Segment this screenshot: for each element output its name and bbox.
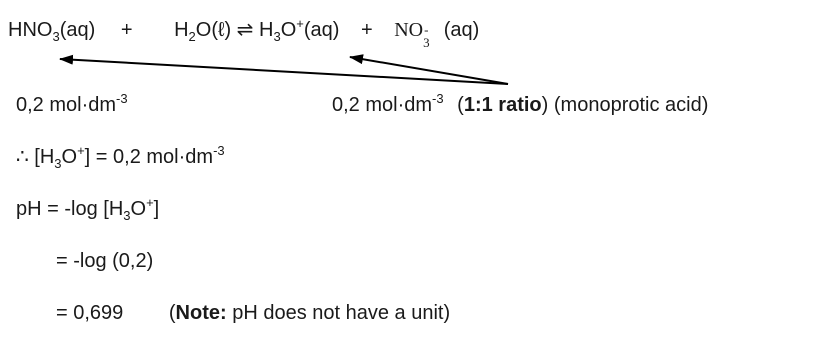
arrow-to-hno3 [59, 54, 509, 85]
arrow-to-h3o [349, 54, 509, 85]
concentration-right: 0,2 mol·dm-3 (1:1 ratio) (monoprotic aci… [332, 91, 709, 116]
h3o-formula: H3O+(aq) [259, 16, 340, 44]
equilibrium-arrow: ⇌ [236, 19, 254, 41]
hno3-formula: HNO3(aq) [8, 19, 96, 44]
therefore-line: ∴ [H3O+] = 0,2 mol·dm-3 [16, 143, 225, 171]
ratio-label: (1:1 ratio) [457, 94, 549, 116]
ph-definition: pH = -log [H3O+] [16, 195, 160, 223]
chemical-equation: HNO3(aq) + H2O(ℓ) ⇌ H3O+(aq) + NO-3 (aq) [8, 16, 480, 50]
h2o-formula: H2O(ℓ) [174, 19, 232, 44]
ph-result: = 0,699 (Note: pH does not have a unit) [56, 301, 450, 325]
monoprotic-note: (monoprotic acid) [553, 94, 709, 116]
concentration-left: 0,2 mol·dm-3 [16, 91, 128, 116]
ph-value: = 0,699 [56, 302, 124, 324]
no3-state: (aq) [443, 19, 480, 41]
plus-sign: + [120, 19, 133, 41]
plus-sign: + [360, 19, 373, 41]
unit-note: (Note: pH does not have a unit) [168, 302, 451, 324]
ph-substitution: = -log (0,2) [56, 250, 154, 272]
no3-formula: NO-3 [394, 19, 430, 50]
